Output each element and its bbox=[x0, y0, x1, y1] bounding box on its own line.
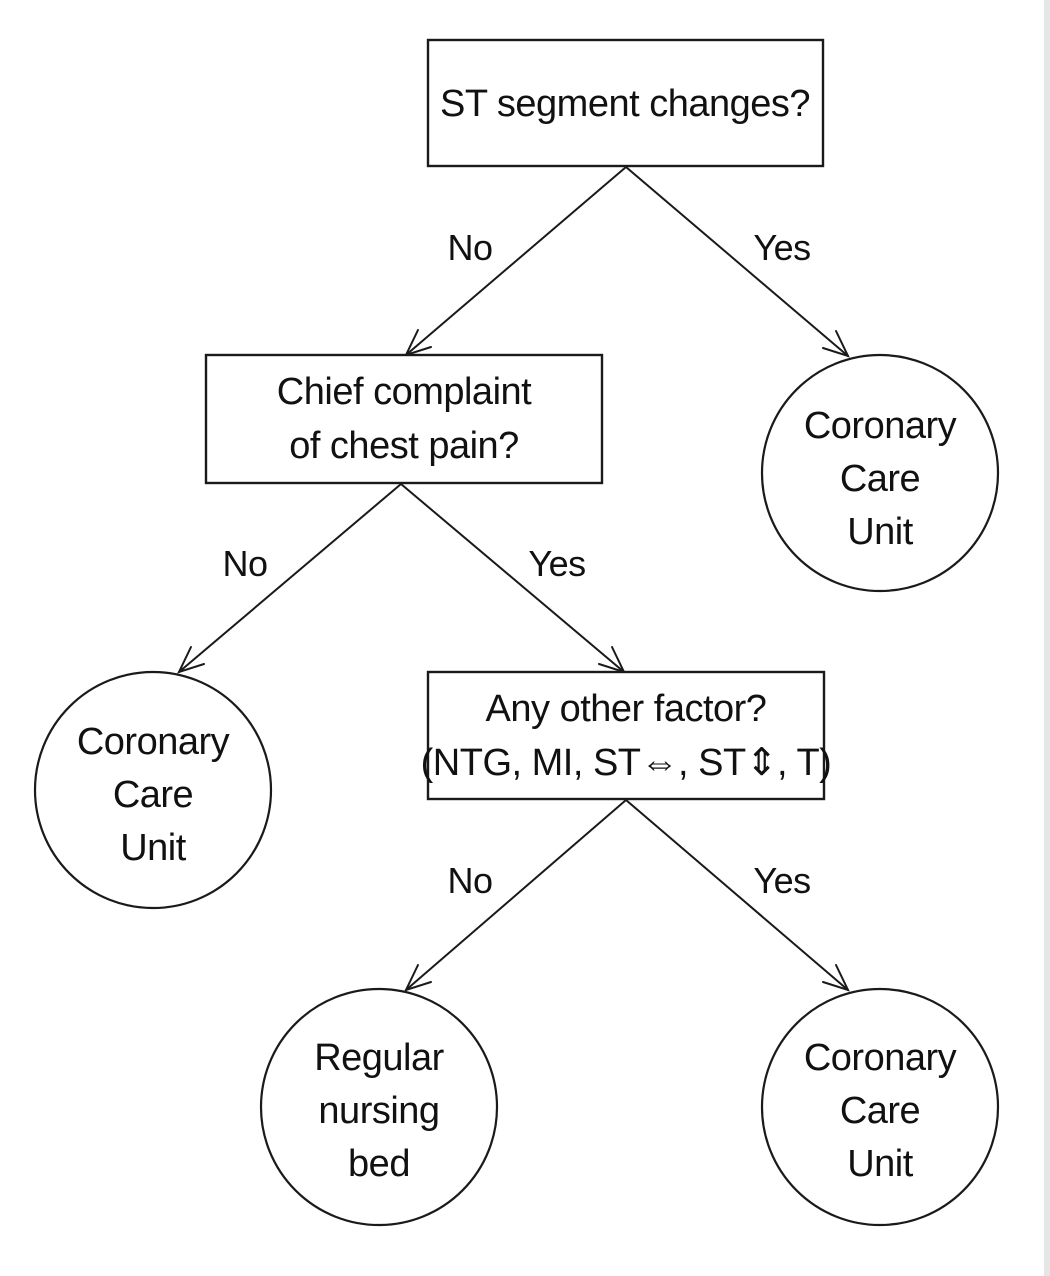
edge-label-d2-yes: Yes bbox=[528, 543, 585, 584]
outcome-text-line-2: Care bbox=[113, 774, 193, 816]
outcome-circle bbox=[760, 353, 1000, 593]
outcome-text-line-3: bed bbox=[348, 1143, 410, 1185]
outcome-circle bbox=[760, 987, 1000, 1227]
decision-text-line-1: Chief complaint bbox=[277, 371, 532, 413]
edge-d1-yes bbox=[625, 166, 849, 357]
edge-labels: No Yes No Yes No Yes bbox=[222, 227, 811, 901]
edge-d2-no bbox=[178, 483, 402, 673]
outcome-text-line-3: Unit bbox=[847, 511, 914, 553]
edge-d3-no bbox=[405, 799, 627, 991]
edge-label-d3-no: No bbox=[447, 860, 492, 901]
decision-text-line-2: (NTG, MI, ST⇔, ST⇕, T) bbox=[421, 742, 832, 784]
outcome-text-line-1: Coronary bbox=[77, 721, 230, 763]
outcome-text-line-2: Care bbox=[840, 1090, 920, 1132]
outcome-text-line-1: Coronary bbox=[804, 405, 957, 447]
edge-d1-yes-arrowhead bbox=[822, 330, 850, 358]
edge-label-d1-yes: Yes bbox=[753, 227, 810, 268]
outcome-text-line-3: Unit bbox=[120, 827, 187, 869]
outcome-text-line-1: Coronary bbox=[804, 1037, 957, 1079]
outcome-node-coronary-care-unit-bottom: Coronary Care Unit bbox=[760, 987, 1000, 1227]
edge-d2-no-arrowhead bbox=[177, 646, 205, 674]
decision-text: ST segment changes? bbox=[440, 83, 810, 125]
outcome-text-line-2: nursing bbox=[318, 1090, 439, 1132]
outcome-circle bbox=[33, 670, 273, 910]
decision-node-chest-pain: Chief complaint of chest pain? bbox=[204, 353, 604, 485]
outcome-text-line-3: Unit bbox=[847, 1143, 914, 1185]
outcome-circle bbox=[259, 987, 499, 1227]
outcome-node-coronary-care-unit-left: Coronary Care Unit bbox=[33, 670, 273, 910]
decision-node-st-segment: ST segment changes? bbox=[426, 38, 825, 168]
outcome-text-line-2: Care bbox=[840, 458, 920, 500]
outcome-node-regular-nursing-bed: Regular nursing bed bbox=[259, 987, 499, 1227]
edge-d3-yes-arrowhead bbox=[822, 964, 850, 992]
decision-text-line-1: Any other factor? bbox=[486, 688, 767, 730]
edge-d2-yes bbox=[400, 483, 625, 673]
decision-box bbox=[204, 353, 604, 485]
edge-d3-no-arrowhead bbox=[404, 964, 432, 992]
outcome-node-coronary-care-unit-right: Coronary Care Unit bbox=[760, 353, 1000, 593]
edge-d3-yes bbox=[625, 799, 849, 991]
decision-node-other-factor: Any other factor? (NTG, MI, ST⇔, ST⇕, T) bbox=[421, 670, 832, 801]
edge-label-d3-yes: Yes bbox=[753, 860, 810, 901]
decision-text-line-2: of chest pain? bbox=[289, 425, 519, 467]
edge-label-d1-no: No bbox=[447, 227, 492, 268]
edge-d1-no bbox=[405, 166, 627, 356]
edge-label-d2-no: No bbox=[222, 543, 267, 584]
decision-box bbox=[426, 38, 825, 168]
edges bbox=[177, 166, 850, 992]
page-edge-strip bbox=[1044, 0, 1050, 1276]
outcome-text-line-1: Regular bbox=[314, 1037, 444, 1079]
decision-box bbox=[426, 670, 826, 801]
